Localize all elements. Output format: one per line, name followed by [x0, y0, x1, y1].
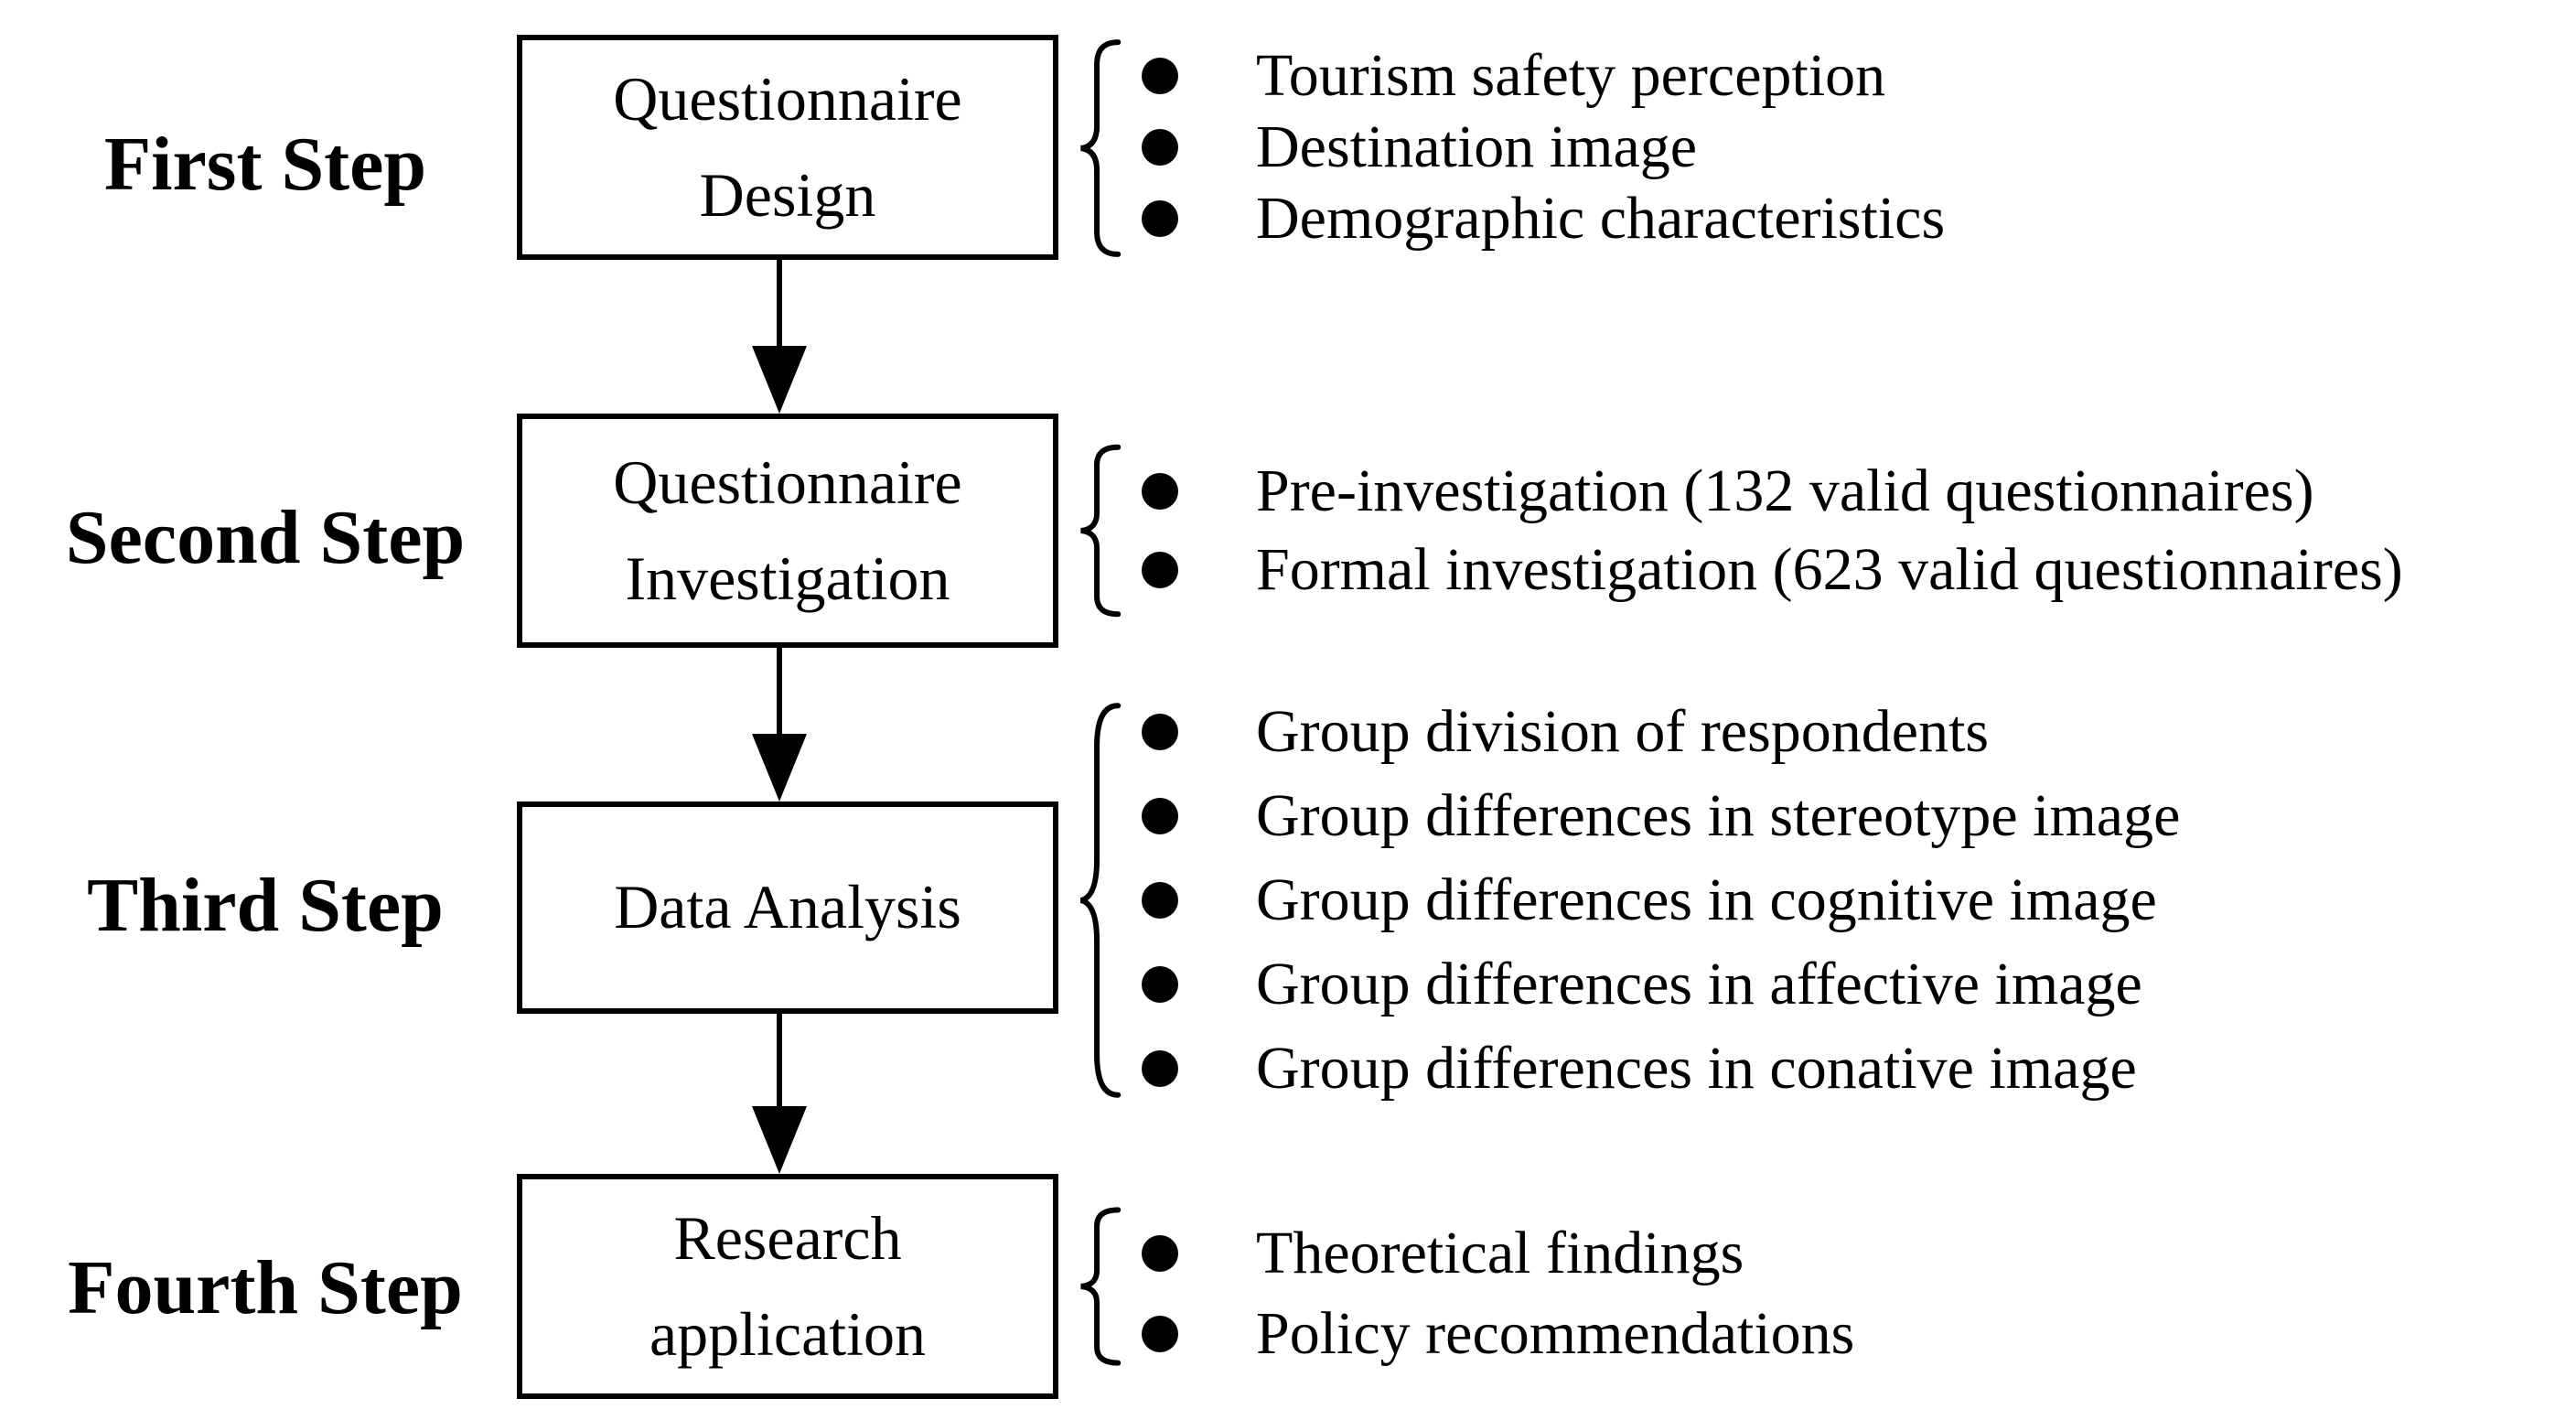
- list-item: Pre-investigation (132 valid questionnai…: [1142, 452, 2403, 531]
- left-brace-icon: [1072, 1206, 1125, 1367]
- list-item: Formal investigation (623 valid question…: [1142, 531, 2403, 609]
- bullet-list-step1: Tourism safety perception Destination im…: [1142, 40, 1945, 254]
- bullet-list-step4: Theoretical findings Policy recommendati…: [1142, 1213, 1854, 1374]
- box-line: Research: [673, 1202, 902, 1273]
- step-label-third: Third Step: [87, 863, 444, 948]
- bullet-text: Policy recommendations: [1256, 1300, 1855, 1367]
- left-brace-icon: [1072, 443, 1125, 619]
- list-item: Tourism safety perception: [1142, 40, 1945, 112]
- list-item: Group differences in affective image: [1142, 942, 2180, 1027]
- left-brace-icon: [1072, 37, 1125, 260]
- list-item: Group division of respondents: [1142, 690, 2180, 774]
- list-item: Policy recommendations: [1142, 1294, 1854, 1374]
- bullet-text: Group differences in conative image: [1256, 1035, 2137, 1102]
- list-item: Group differences in stereotype image: [1142, 774, 2180, 858]
- arrow-stem: [777, 644, 782, 736]
- step-label-fourth: Fourth Step: [68, 1245, 463, 1330]
- bullet-text: Tourism safety perception: [1256, 42, 1886, 109]
- bullet-text: Pre-investigation (132 valid questionnai…: [1256, 457, 2314, 524]
- box-line: application: [649, 1299, 927, 1369]
- process-box-questionnaire-design: Questionnaire Design: [517, 35, 1058, 260]
- step-label-first: First Step: [103, 122, 427, 207]
- process-box-questionnaire-investigation: Questionnaire Investigation: [517, 414, 1058, 648]
- down-arrow-icon: [752, 734, 807, 801]
- bullet-text: Destination image: [1256, 113, 1698, 180]
- bullet-text: Group division of respondents: [1256, 698, 1990, 765]
- process-box-research-application: Research application: [517, 1174, 1058, 1399]
- bullet-text: Group differences in affective image: [1256, 951, 2142, 1017]
- left-brace-icon: [1072, 695, 1125, 1105]
- bullet-dot-icon: [1142, 1050, 1178, 1087]
- bullet-text: Theoretical findings: [1256, 1220, 1744, 1286]
- bullet-dot-icon: [1142, 473, 1178, 510]
- process-box-data-analysis: Data Analysis: [517, 801, 1058, 1014]
- arrow-stem: [777, 1010, 782, 1109]
- list-item: Group differences in cognitive image: [1142, 858, 2180, 942]
- bullet-dot-icon: [1142, 1316, 1178, 1352]
- arrow-stem: [777, 256, 782, 350]
- bullet-list-step2: Pre-investigation (132 valid questionnai…: [1142, 452, 2403, 609]
- box-line: Investigation: [625, 543, 950, 613]
- bullet-dot-icon: [1142, 552, 1178, 588]
- list-item: Group differences in conative image: [1142, 1027, 2180, 1111]
- bullet-list-step3: Group division of respondents Group diff…: [1142, 690, 2180, 1111]
- bullet-text: Demographic characteristics: [1256, 185, 1946, 252]
- list-item: Destination image: [1142, 112, 1945, 183]
- bullet-text: Group differences in stereotype image: [1256, 782, 2181, 849]
- bullet-dot-icon: [1142, 966, 1178, 1003]
- list-item: Theoretical findings: [1142, 1213, 1854, 1294]
- box-line: Questionnaire: [613, 63, 962, 134]
- bullet-dot-icon: [1142, 129, 1178, 166]
- box-line: Questionnaire: [613, 446, 962, 517]
- bullet-text: Formal investigation (623 valid question…: [1256, 536, 2403, 603]
- bullet-dot-icon: [1142, 200, 1178, 237]
- bullet-dot-icon: [1142, 1235, 1178, 1272]
- box-line: Data Analysis: [614, 872, 961, 942]
- bullet-dot-icon: [1142, 714, 1178, 750]
- down-arrow-icon: [752, 346, 807, 414]
- bullet-text: Group differences in cognitive image: [1256, 866, 2157, 933]
- down-arrow-icon: [752, 1106, 807, 1174]
- list-item: Demographic characteristics: [1142, 183, 1945, 254]
- bullet-dot-icon: [1142, 798, 1178, 834]
- bullet-dot-icon: [1142, 882, 1178, 919]
- step-label-second: Second Step: [65, 495, 466, 580]
- bullet-dot-icon: [1142, 58, 1178, 94]
- box-line: Design: [699, 160, 876, 230]
